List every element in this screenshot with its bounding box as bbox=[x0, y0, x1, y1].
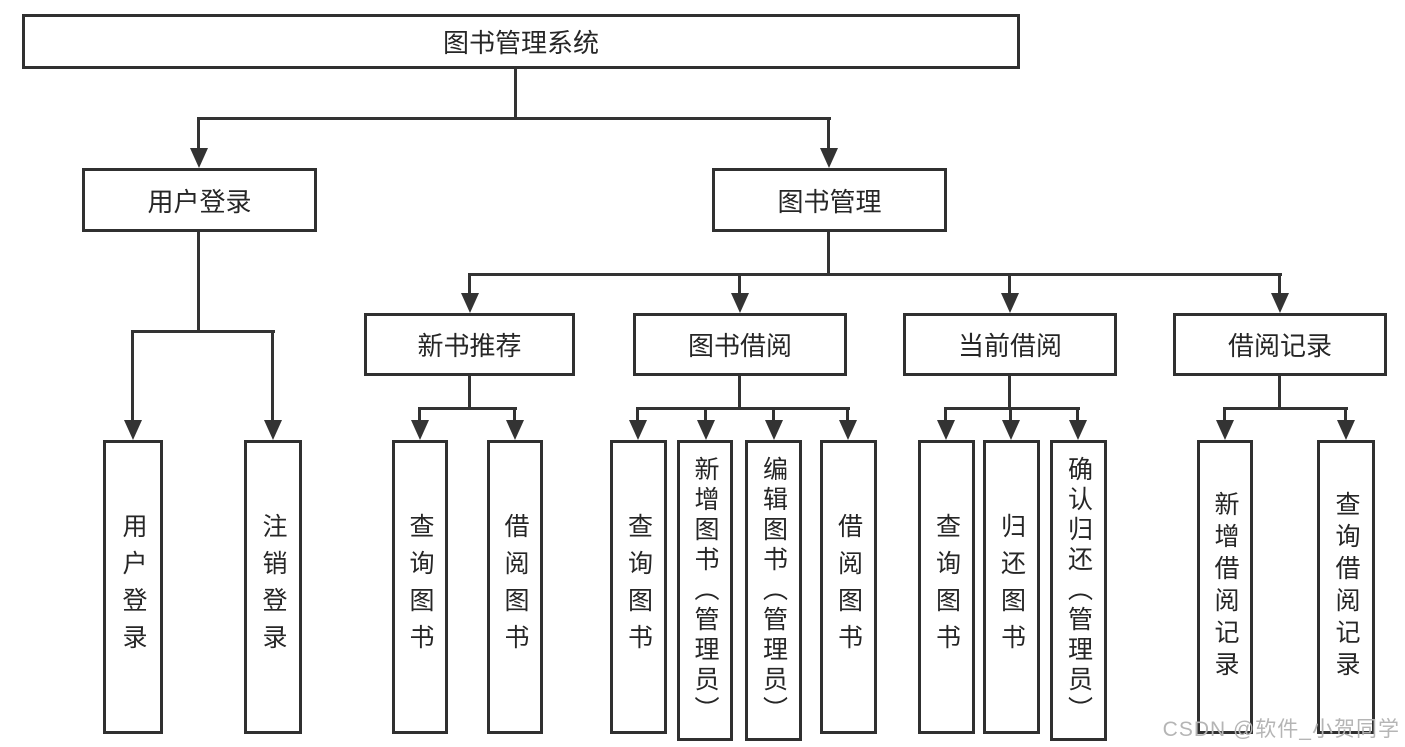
arrowhead-add-record-e1 bbox=[1216, 420, 1234, 440]
arrowhead-leaf-user-login bbox=[124, 420, 142, 440]
connector-current-hline bbox=[944, 407, 1080, 410]
leaf-query-book-recommend: 查询图书 bbox=[392, 440, 448, 734]
node-new-book-recommend: 新书推荐 bbox=[364, 313, 575, 376]
leaf-query-book-current: 查询图书 bbox=[918, 440, 975, 734]
connector-drop-current-borrowing bbox=[1008, 273, 1011, 293]
connector-drop-query-book-d1 bbox=[944, 407, 947, 420]
connector-user-login-hline bbox=[131, 330, 275, 333]
connector-borrowing-stem bbox=[738, 376, 741, 407]
arrowhead-new-book-recommend bbox=[461, 293, 479, 313]
arrowhead-user-login bbox=[190, 148, 208, 168]
arrowhead-borrow-book-b2 bbox=[506, 420, 524, 440]
arrowhead-add-book-c2 bbox=[697, 420, 715, 440]
arrowhead-return-book-d2 bbox=[1002, 420, 1020, 440]
node-current-borrowing: 当前借阅 bbox=[903, 313, 1117, 376]
connector-drop-return-book-d2 bbox=[1009, 407, 1012, 420]
arrowhead-query-book-b1 bbox=[411, 420, 429, 440]
connector-root-stem bbox=[514, 69, 517, 117]
connector-borrowing-hline bbox=[636, 407, 850, 410]
connector-records-stem bbox=[1278, 376, 1281, 407]
connector-level2-hline bbox=[197, 117, 831, 120]
node-user-login: 用户登录 bbox=[82, 168, 317, 232]
connector-drop-leaf-user-login bbox=[131, 330, 134, 420]
connector-new-book-hline bbox=[418, 407, 517, 410]
arrowhead-book-borrowing bbox=[731, 293, 749, 313]
connector-drop-add-book-c2 bbox=[704, 407, 707, 420]
leaf-borrow-book-recommend: 借阅图书 bbox=[487, 440, 543, 734]
node-book-borrowing: 图书借阅 bbox=[633, 313, 847, 376]
connector-drop-query-book-b1 bbox=[418, 407, 421, 420]
connector-book-management-stem bbox=[827, 232, 830, 273]
connector-drop-book-management bbox=[827, 117, 830, 148]
arrowhead-confirm-return-d3 bbox=[1069, 420, 1087, 440]
connector-drop-book-borrowing bbox=[738, 273, 741, 293]
arrowhead-book-management bbox=[820, 148, 838, 168]
node-borrowing-records: 借阅记录 bbox=[1173, 313, 1387, 376]
connector-drop-edit-book-c3 bbox=[772, 407, 775, 420]
connector-drop-user-login bbox=[197, 117, 200, 148]
leaf-return-book: 归还图书 bbox=[983, 440, 1040, 734]
leaf-logout: 注销登录 bbox=[244, 440, 302, 734]
connector-drop-query-book-c1 bbox=[636, 407, 639, 420]
connector-drop-leaf-logout bbox=[271, 330, 274, 420]
arrowhead-current-borrowing bbox=[1001, 293, 1019, 313]
connector-records-hline bbox=[1223, 407, 1348, 410]
connector-drop-borrow-book-b2 bbox=[513, 407, 516, 420]
connector-drop-confirm-return-d3 bbox=[1076, 407, 1079, 420]
leaf-user-login: 用户登录 bbox=[103, 440, 163, 734]
arrowhead-edit-book-c3 bbox=[765, 420, 783, 440]
leaf-borrow-book-borrowing: 借阅图书 bbox=[820, 440, 877, 734]
leaf-edit-book-admin: 编辑图书（管理员） bbox=[745, 440, 802, 741]
leaf-confirm-return-admin: 确认归还（管理员） bbox=[1050, 440, 1107, 741]
node-library-management-system: 图书管理系统 bbox=[22, 14, 1020, 69]
leaf-query-borrow-record: 查询借阅记录 bbox=[1317, 440, 1375, 734]
leaf-add-book-admin: 新增图书（管理员） bbox=[677, 440, 733, 741]
csdn-watermark: CSDN @软件_小贺同学 bbox=[1162, 718, 1400, 741]
connector-drop-borrowing-records bbox=[1278, 273, 1281, 293]
node-book-management: 图书管理 bbox=[712, 168, 947, 232]
arrowhead-leaf-logout bbox=[264, 420, 282, 440]
connector-drop-new-book-recommend bbox=[468, 273, 471, 293]
leaf-add-borrow-record: 新增借阅记录 bbox=[1197, 440, 1253, 734]
connector-user-login-stem bbox=[197, 232, 200, 330]
arrowhead-borrow-book-c4 bbox=[839, 420, 857, 440]
connector-drop-query-record-e2 bbox=[1344, 407, 1347, 420]
arrowhead-query-book-d1 bbox=[937, 420, 955, 440]
connector-drop-borrow-book-c4 bbox=[846, 407, 849, 420]
connector-current-stem bbox=[1008, 376, 1011, 407]
arrowhead-query-record-e2 bbox=[1337, 420, 1355, 440]
arrowhead-borrowing-records bbox=[1271, 293, 1289, 313]
connector-drop-add-record-e1 bbox=[1223, 407, 1226, 420]
leaf-query-book-borrowing: 查询图书 bbox=[610, 440, 667, 734]
connector-level3-hline bbox=[468, 273, 1282, 276]
arrowhead-query-book-c1 bbox=[629, 420, 647, 440]
connector-new-book-stem bbox=[468, 376, 471, 407]
